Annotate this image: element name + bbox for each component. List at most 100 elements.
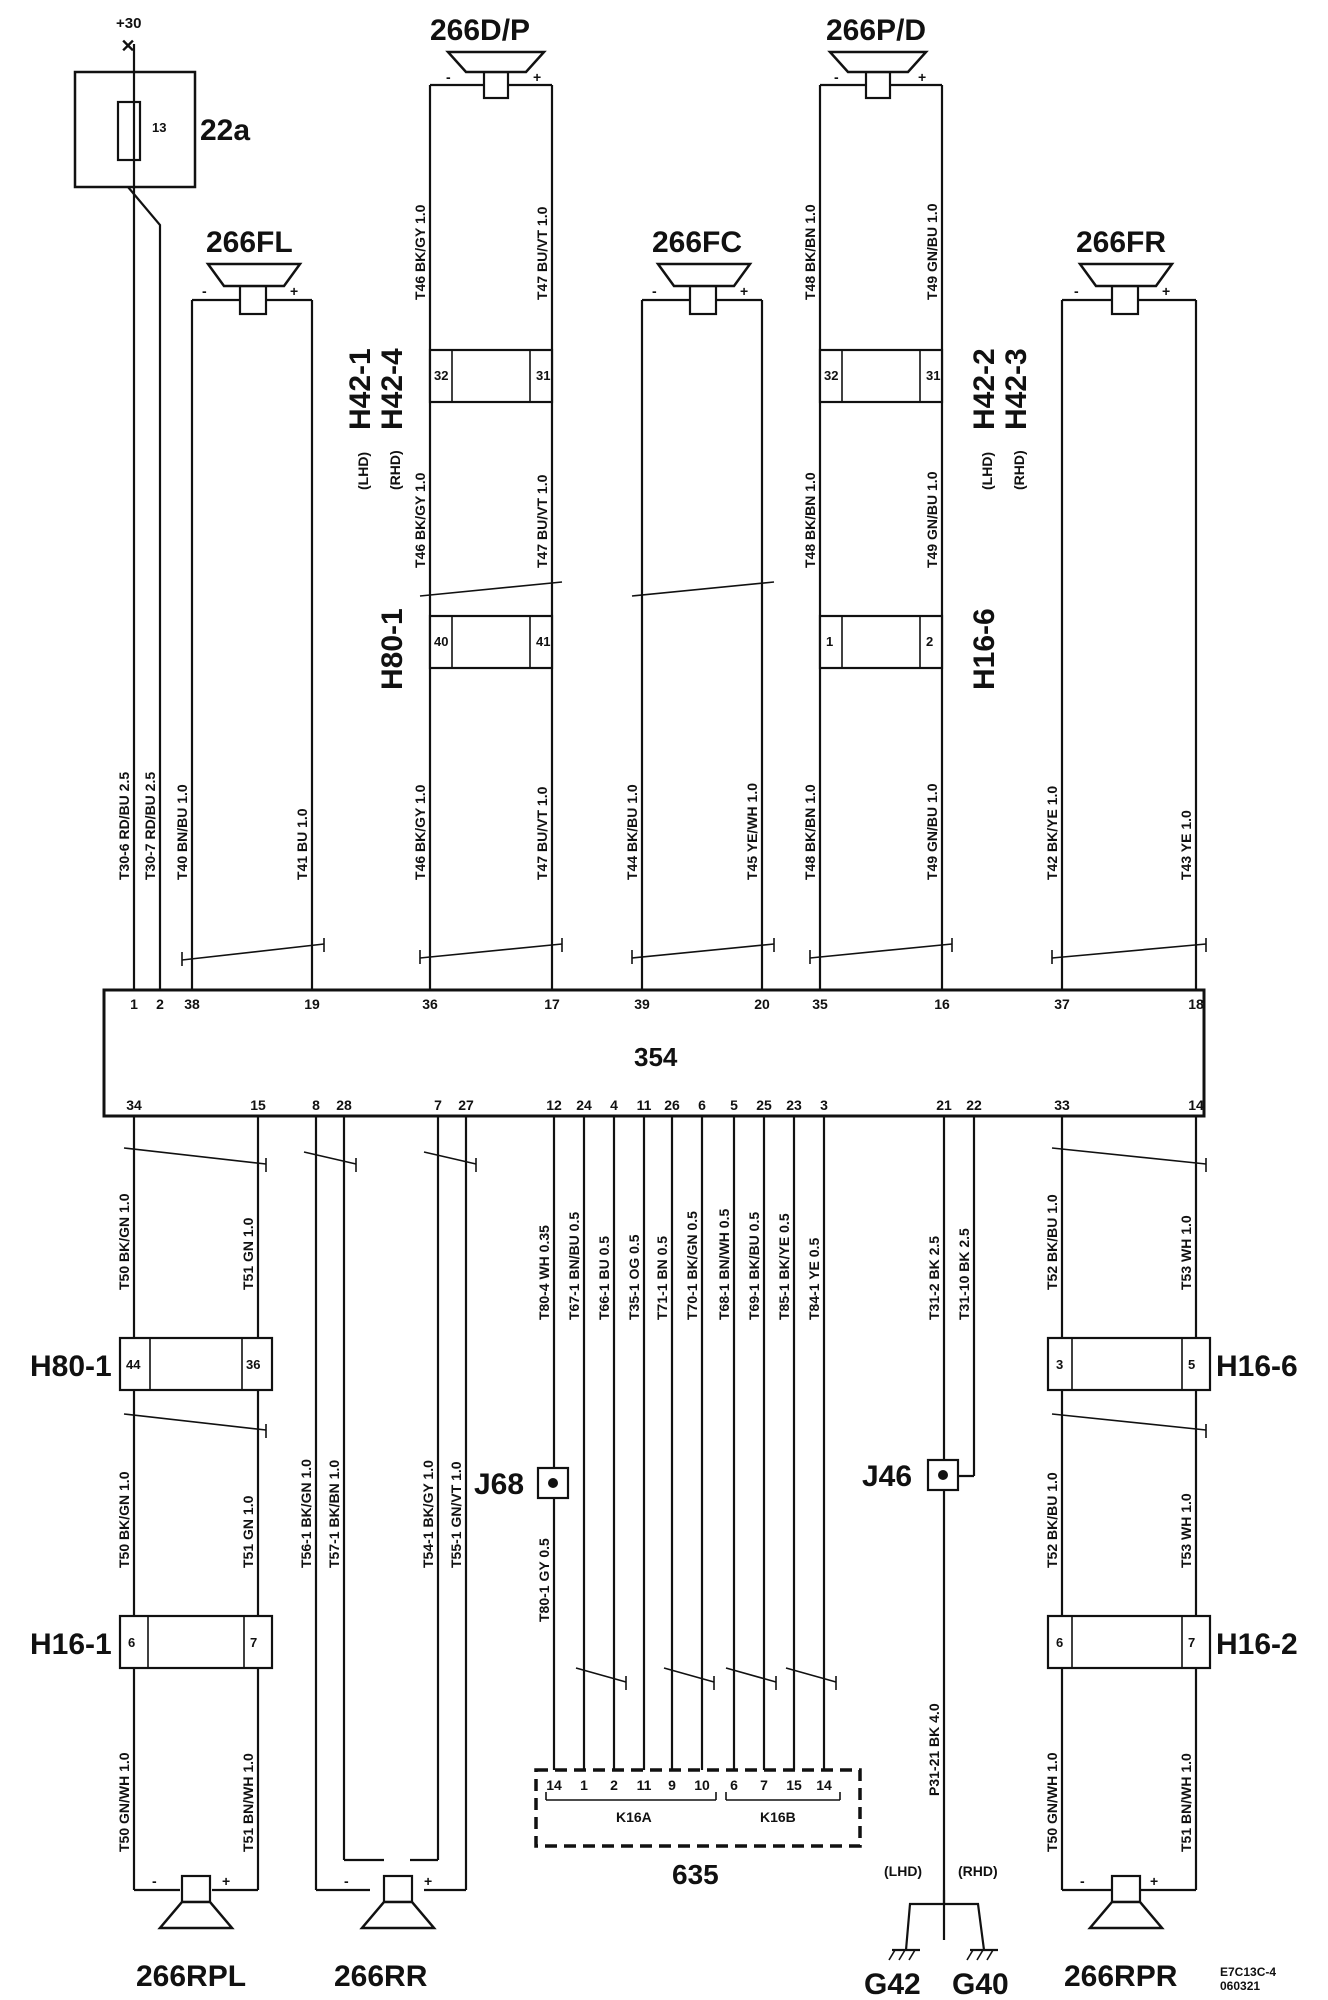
- speaker-266fl: 266FL - +: [192, 226, 312, 316]
- label-h16-6-top: H16-6: [968, 608, 1001, 690]
- connector-h80-1-top: 40 41: [428, 614, 554, 670]
- block635-pin-7: 7: [760, 1777, 768, 1793]
- svg-text:K16B: K16B: [760, 1809, 796, 1825]
- connector-h16-6-bottom: 3 5: [1046, 1336, 1212, 1392]
- svg-text:3: 3: [1056, 1357, 1063, 1372]
- splice-j46: J46: [862, 1458, 960, 1493]
- module-pin-top-36: 36: [422, 996, 438, 1012]
- supply-label: +30: [116, 15, 141, 32]
- module-pin-bottom-26: 26: [664, 1097, 680, 1113]
- svg-text:+: +: [290, 283, 298, 299]
- svg-text:266FC: 266FC: [652, 226, 742, 259]
- label-lhd-right: (LHD): [979, 452, 995, 490]
- svg-text:T44 BK/BU 1.0: T44 BK/BU 1.0: [624, 784, 640, 880]
- svg-text:-: -: [202, 283, 207, 299]
- svg-text:6: 6: [128, 1635, 135, 1650]
- svg-text:+: +: [222, 1873, 230, 1889]
- svg-text:-: -: [1080, 1873, 1085, 1889]
- svg-text:T47 BU/VT 1.0: T47 BU/VT 1.0: [534, 786, 550, 880]
- label-rhd-right: (RHD): [1011, 450, 1027, 490]
- svg-text:T84-1 YE 0.5: T84-1 YE 0.5: [806, 1238, 822, 1320]
- module-pin-top-35: 35: [812, 996, 828, 1012]
- svg-text:T40 BN/BU 1.0: T40 BN/BU 1.0: [174, 784, 190, 880]
- svg-text:T49 GN/BU 1.0: T49 GN/BU 1.0: [924, 203, 940, 300]
- module-pin-top-17: 17: [544, 996, 560, 1012]
- module-pin-top-19: 19: [304, 996, 320, 1012]
- label-h42-3: H42-3: [1000, 348, 1033, 430]
- svg-text:T47 BU/VT 1.0: T47 BU/VT 1.0: [534, 206, 550, 300]
- module-pin-bottom-15: 15: [250, 1097, 266, 1113]
- svg-text:266D/P: 266D/P: [430, 14, 530, 47]
- label-h16-2: H16-2: [1216, 1628, 1298, 1661]
- svg-text:7: 7: [250, 1635, 257, 1650]
- module-pin-bottom-23: 23: [786, 1097, 802, 1113]
- svg-text:+: +: [918, 69, 926, 85]
- svg-text:T46 BK/GY 1.0: T46 BK/GY 1.0: [412, 204, 428, 300]
- block635-pin-10: 10: [694, 1777, 710, 1793]
- svg-text:6: 6: [1056, 1635, 1063, 1650]
- block635-pin-14: 14: [546, 1777, 562, 1793]
- splice-j68: J68: [474, 1466, 570, 1501]
- ground-section: (LHD) (RHD) G42 G40: [864, 1863, 1009, 2000]
- svg-text:T70-1 BK/GN 0.5: T70-1 BK/GN 0.5: [684, 1211, 700, 1320]
- connector-h42-left: 32 31: [428, 348, 554, 404]
- module-pin-top-20: 20: [754, 996, 770, 1012]
- module-pin-bottom-34: 34: [126, 1097, 142, 1113]
- diagram-code-2: 060321: [1220, 1979, 1260, 1993]
- svg-text:T51 BN/WH 1.0: T51 BN/WH 1.0: [1178, 1753, 1194, 1852]
- svg-text:T42 BK/YE 1.0: T42 BK/YE 1.0: [1044, 786, 1060, 880]
- module-pin-bottom-4: 4: [610, 1097, 618, 1113]
- block635-pin-11: 11: [637, 1777, 652, 1793]
- svg-text:41: 41: [536, 634, 550, 649]
- block635-pin-9: 9: [668, 1777, 676, 1793]
- connector-h80-1-bottom: 44 36: [118, 1336, 274, 1392]
- speaker-266rpr: - + 266RPR: [1064, 1873, 1178, 1993]
- svg-text:-: -: [652, 283, 657, 299]
- svg-text:T31-2 BK 2.5: T31-2 BK 2.5: [926, 1236, 942, 1320]
- svg-text:32: 32: [824, 368, 838, 383]
- label-h16-6-bottom: H16-6: [1216, 1350, 1298, 1383]
- svg-text:T57-1 BK/BN 1.0: T57-1 BK/BN 1.0: [326, 1460, 342, 1568]
- svg-text:T67-1 BN/BU 0.5: T67-1 BN/BU 0.5: [566, 1212, 582, 1320]
- label-h16-1: H16-1: [30, 1628, 112, 1661]
- module-pin-top-2: 2: [156, 996, 164, 1012]
- label-h42-1: H42-1: [344, 348, 377, 430]
- diagram-code-1: E7C13C-4: [1220, 1965, 1276, 1979]
- svg-text:T56-1 BK/GN 1.0: T56-1 BK/GN 1.0: [298, 1459, 314, 1568]
- module-pin-top-18: 18: [1188, 996, 1204, 1012]
- svg-text:266RPL: 266RPL: [136, 1960, 246, 1993]
- svg-text:T85-1 BK/YE 0.5: T85-1 BK/YE 0.5: [776, 1213, 792, 1320]
- svg-text:T54-1 BK/GY 1.0: T54-1 BK/GY 1.0: [420, 1460, 436, 1568]
- label-lhd-left: (LHD): [355, 452, 371, 490]
- fuse-number: 13: [152, 120, 166, 135]
- svg-text:+: +: [533, 69, 541, 85]
- supply-cross: ✕: [120, 36, 135, 56]
- svg-text:266RR: 266RR: [334, 1960, 428, 1993]
- svg-text:T52 BK/BU 1.0: T52 BK/BU 1.0: [1044, 1194, 1060, 1290]
- svg-text:T30-7 RD/BU 2.5: T30-7 RD/BU 2.5: [142, 772, 158, 880]
- svg-text:T46 BK/GY 1.0: T46 BK/GY 1.0: [412, 784, 428, 880]
- svg-text:T45 YE/WH 1.0: T45 YE/WH 1.0: [744, 783, 760, 880]
- speaker-266fc: 266FC - +: [642, 226, 762, 316]
- connector-h16-1: 6 7: [118, 1614, 274, 1670]
- svg-text:635: 635: [672, 1859, 719, 1890]
- svg-text:T53 WH 1.0: T53 WH 1.0: [1178, 1215, 1194, 1290]
- module-pin-bottom-11: 11: [637, 1097, 652, 1113]
- module-pin-bottom-28: 28: [336, 1097, 352, 1113]
- svg-text:J46: J46: [862, 1460, 912, 1493]
- svg-text:T48 BK/BN 1.0: T48 BK/BN 1.0: [802, 204, 818, 300]
- svg-text:T30-6 RD/BU 2.5: T30-6 RD/BU 2.5: [116, 772, 132, 880]
- svg-text:32: 32: [434, 368, 448, 383]
- svg-text:T52 BK/BU 1.0: T52 BK/BU 1.0: [1044, 1472, 1060, 1568]
- svg-text:T48 BK/BN 1.0: T48 BK/BN 1.0: [802, 472, 818, 568]
- svg-text:-: -: [834, 69, 839, 85]
- svg-text:T53 WH 1.0: T53 WH 1.0: [1178, 1493, 1194, 1568]
- svg-text:T69-1 BK/BU 0.5: T69-1 BK/BU 0.5: [746, 1212, 762, 1320]
- module-pin-bottom-14: 14: [1188, 1097, 1204, 1113]
- module-pin-bottom-3: 3: [820, 1097, 828, 1113]
- svg-text:31: 31: [536, 368, 550, 383]
- module-pin-bottom-5: 5: [730, 1097, 738, 1113]
- svg-text:T41 BU 1.0: T41 BU 1.0: [294, 808, 310, 880]
- svg-text:-: -: [152, 1873, 157, 1889]
